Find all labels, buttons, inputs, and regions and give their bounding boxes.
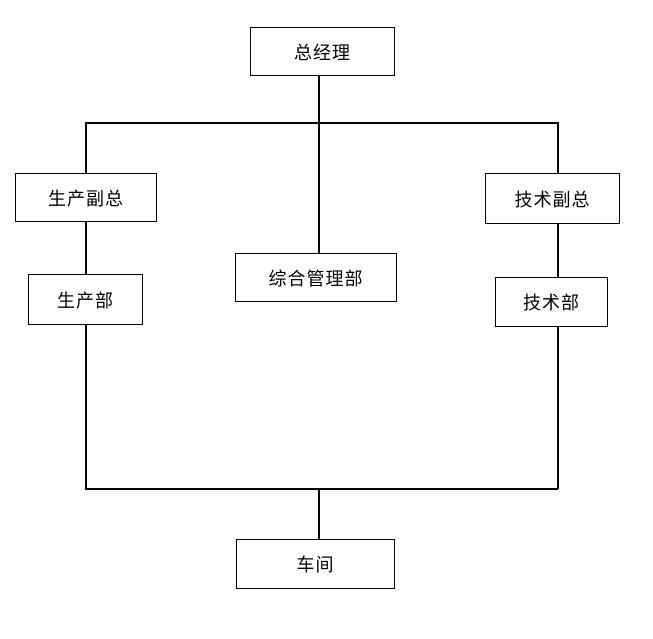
node-admin-dept: 综合管理部	[235, 253, 397, 302]
connector-bottom-rail	[85, 488, 558, 490]
connector-proddept-bottomrail	[85, 325, 87, 489]
connector-top-rail	[85, 122, 558, 124]
connector-gm-trunk	[318, 76, 320, 253]
node-general-manager-label: 总经理	[294, 42, 351, 63]
node-production-vp: 生产副总	[15, 173, 157, 222]
node-technical-vp-label: 技术副总	[514, 189, 591, 210]
connector-right-drop	[557, 122, 559, 173]
node-production-vp-label: 生产副总	[48, 188, 124, 209]
connector-workshop-drop	[318, 488, 320, 539]
node-workshop: 车间	[236, 539, 395, 589]
connector-left-drop	[85, 122, 87, 173]
node-technical-dept-label: 技术部	[523, 293, 580, 313]
node-workshop-label: 车间	[296, 555, 335, 575]
connector-techdept-bottomrail	[557, 327, 559, 489]
node-production-dept-label: 生产部	[57, 290, 114, 311]
node-production-dept: 生产部	[28, 274, 143, 325]
node-general-manager: 总经理	[250, 27, 395, 76]
node-technical-dept: 技术部	[495, 277, 608, 327]
node-admin-dept-label: 综合管理部	[268, 268, 364, 289]
connector-techvp-techdept	[557, 224, 559, 277]
connector-prodvp-proddept	[85, 222, 87, 274]
node-technical-vp: 技术副总	[485, 173, 620, 224]
